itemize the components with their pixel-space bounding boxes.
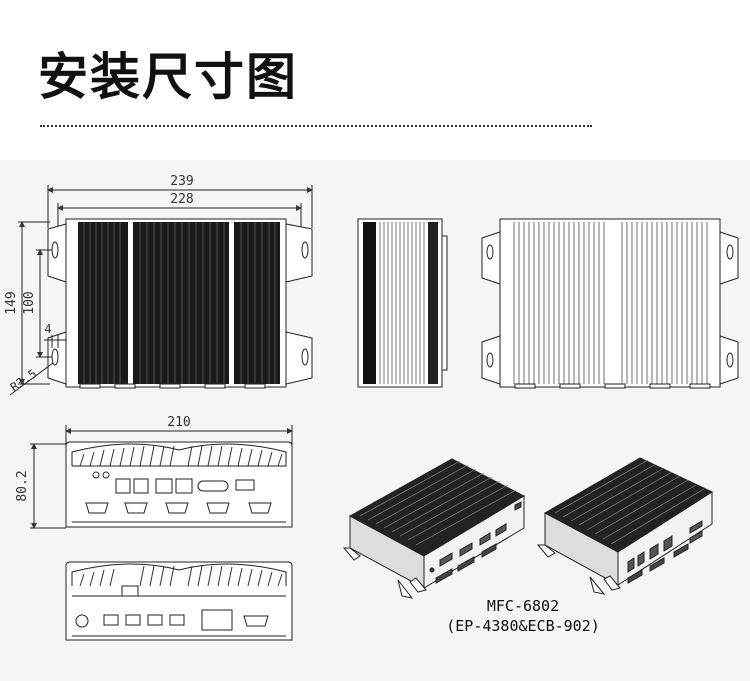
page-title: 安装尺寸图 — [38, 48, 298, 106]
rear-view — [65, 561, 293, 641]
dim-r35-label: R3.5 — [8, 366, 40, 394]
front-view — [30, 425, 293, 529]
product-variants-caption: (EP-4380&ECB-902) — [446, 617, 600, 635]
header-area: 安装尺寸图 — [0, 0, 750, 160]
product-iso-right — [536, 457, 714, 595]
top-view — [9, 185, 313, 396]
dim-228-label: 228 — [170, 192, 193, 207]
rear-top-view — [481, 218, 739, 389]
dim-210-label: 210 — [167, 415, 190, 430]
product-iso-left — [342, 458, 526, 599]
title-divider — [40, 125, 592, 127]
dim-149-label: 149 — [4, 291, 19, 314]
dim-4-label: 4 — [44, 322, 51, 336]
product-model-caption: MFC-6802 — [486, 597, 560, 615]
dim-100-label: 100 — [22, 291, 37, 314]
side-view — [357, 218, 448, 388]
dim-239-label: 239 — [170, 174, 193, 189]
dim-802-label: 80.2 — [15, 470, 30, 501]
